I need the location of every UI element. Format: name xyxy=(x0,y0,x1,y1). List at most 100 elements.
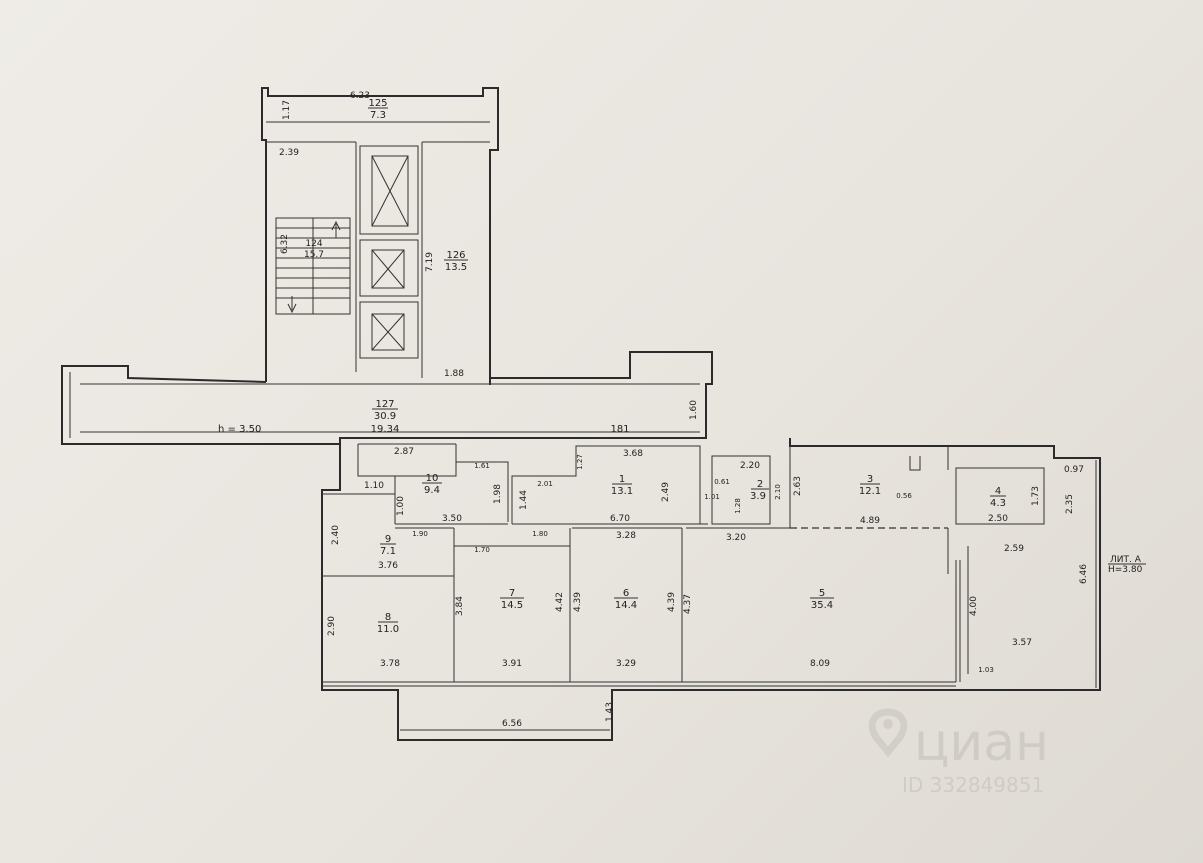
dim-label: 1.43 xyxy=(605,702,615,722)
dim-label: 1.01 xyxy=(704,493,720,501)
room-number: 3 xyxy=(867,474,873,485)
room-area: 14.4 xyxy=(615,600,637,611)
dim-label: 4.89 xyxy=(860,516,880,526)
dim-label: 2.50 xyxy=(988,514,1008,524)
room-area: 7.1 xyxy=(380,546,396,557)
room-10-label: 10 9.4 xyxy=(422,473,442,496)
dim-label: 3.78 xyxy=(380,659,400,669)
room-area: 30.9 xyxy=(374,411,396,422)
lit-height: H=3.80 xyxy=(1108,565,1143,575)
dim-label: 3.50 xyxy=(442,514,462,524)
room-9-label: 9 7.1 xyxy=(380,534,396,557)
room-number: 124 xyxy=(305,239,322,249)
room-number: 7 xyxy=(509,588,515,599)
room-area: 12.1 xyxy=(859,486,881,497)
dim-label: 3.68 xyxy=(623,449,643,459)
lit-label: ЛИТ. А xyxy=(1110,555,1142,565)
room-number: 10 xyxy=(426,473,439,484)
dim-label: 3.76 xyxy=(378,561,398,571)
room-area: 13.1 xyxy=(611,486,633,497)
dim-label: 2.35 xyxy=(1065,494,1075,514)
unit-outline xyxy=(321,438,1101,741)
room-area: 3.9 xyxy=(750,491,766,502)
dim-label: 1.10 xyxy=(364,481,384,491)
room-area: 11.0 xyxy=(377,624,399,635)
room-number: 9 xyxy=(385,534,391,545)
watermark-brand: циан xyxy=(914,713,1049,773)
dim-label: 7.19 xyxy=(425,252,435,272)
room-number: 5 xyxy=(819,588,825,599)
room-6-label: 6 14.4 xyxy=(614,588,638,611)
dim-label: 2.39 xyxy=(279,148,299,158)
room-number: 4 xyxy=(995,486,1001,497)
room-labels: 125 7.3 126 13.5 124 15.7 127 30.9 1 13.… xyxy=(304,98,1006,635)
dim-label: 0.56 xyxy=(896,492,912,500)
dim-label: 2.90 xyxy=(327,616,337,636)
dim-label: 1.98 xyxy=(493,484,503,504)
dim-label: 1.28 xyxy=(734,498,742,514)
room-8-label: 8 11.0 xyxy=(377,612,399,635)
dim-label: 2.40 xyxy=(331,525,341,545)
room-area: 4.3 xyxy=(990,498,1006,509)
room-3-label: 3 12.1 xyxy=(859,474,881,497)
room-5-label: 5 35.4 xyxy=(810,588,834,611)
dim-label: 6.70 xyxy=(610,514,630,524)
dim-label: 2.87 xyxy=(394,447,414,457)
dim-label: 4.42 xyxy=(555,592,565,612)
dim-label: 181 xyxy=(610,424,629,435)
lit-note: ЛИТ. А H=3.80 xyxy=(1108,555,1146,575)
dim-label: 2.10 xyxy=(774,484,782,500)
corridor xyxy=(61,351,713,445)
room-7-label: 7 14.5 xyxy=(500,588,524,611)
staircase-icon xyxy=(275,217,351,315)
dim-label: 2.63 xyxy=(793,476,803,496)
dim-label: 19.34 xyxy=(371,424,400,435)
dim-label: 1.80 xyxy=(532,530,548,538)
dim-label: 6.56 xyxy=(502,719,522,729)
dim-label: 3.84 xyxy=(455,596,465,616)
room-number: 125 xyxy=(368,98,387,109)
dim-label: 1.61 xyxy=(474,462,490,470)
room-127-label: 127 30.9 xyxy=(372,399,398,422)
dim-label: 6.46 xyxy=(1079,564,1089,584)
watermark-id: ID 332849851 xyxy=(902,773,1044,797)
dim-label: 1.70 xyxy=(474,546,490,554)
core-block xyxy=(261,87,499,385)
dim-label: 4.00 xyxy=(969,596,979,616)
room-number: 127 xyxy=(375,399,394,410)
room-area: 9.4 xyxy=(424,485,440,496)
dim-label: 1.60 xyxy=(689,400,699,420)
dim-label: 2.49 xyxy=(661,482,671,502)
room-area: 13.5 xyxy=(445,262,467,273)
dim-label: 0.61 xyxy=(714,478,730,486)
room-area: 35.4 xyxy=(811,600,833,611)
dim-label: 4.39 xyxy=(667,592,677,612)
room-124-label: 124 15.7 xyxy=(304,239,324,260)
dim-label: 6.32 xyxy=(280,234,290,254)
room-area: 14.5 xyxy=(501,600,523,611)
interior-walls xyxy=(322,443,1045,682)
cian-logo xyxy=(868,708,908,758)
room-number: 8 xyxy=(385,612,391,623)
dim-label: 3.28 xyxy=(616,531,636,541)
dim-label: 2.59 xyxy=(1004,544,1024,554)
ceiling-height-label: h = 3.50 xyxy=(218,424,261,435)
dim-label: 1.44 xyxy=(519,490,529,510)
room-area: 15.7 xyxy=(304,250,324,260)
room-number: 6 xyxy=(623,588,629,599)
room-126-label: 126 13.5 xyxy=(444,250,468,273)
dim-label: 3.20 xyxy=(726,533,746,543)
room-1-label: 1 13.1 xyxy=(611,474,633,497)
room-2-label: 2 3.9 xyxy=(750,479,769,502)
room-number: 126 xyxy=(446,250,465,261)
dim-label: 0.97 xyxy=(1064,465,1084,475)
dim-label: 2.01 xyxy=(537,480,553,488)
dimensions: 6.23 1.17 2.39 6.32 7.19 1.88 1.60 19.34… xyxy=(279,91,1089,729)
dim-label: 6.23 xyxy=(350,91,370,101)
room-125-label: 125 7.3 xyxy=(368,98,388,121)
dim-label: 1.03 xyxy=(978,666,994,674)
room-number: 1 xyxy=(619,474,625,485)
dim-label: 1.00 xyxy=(396,496,406,516)
